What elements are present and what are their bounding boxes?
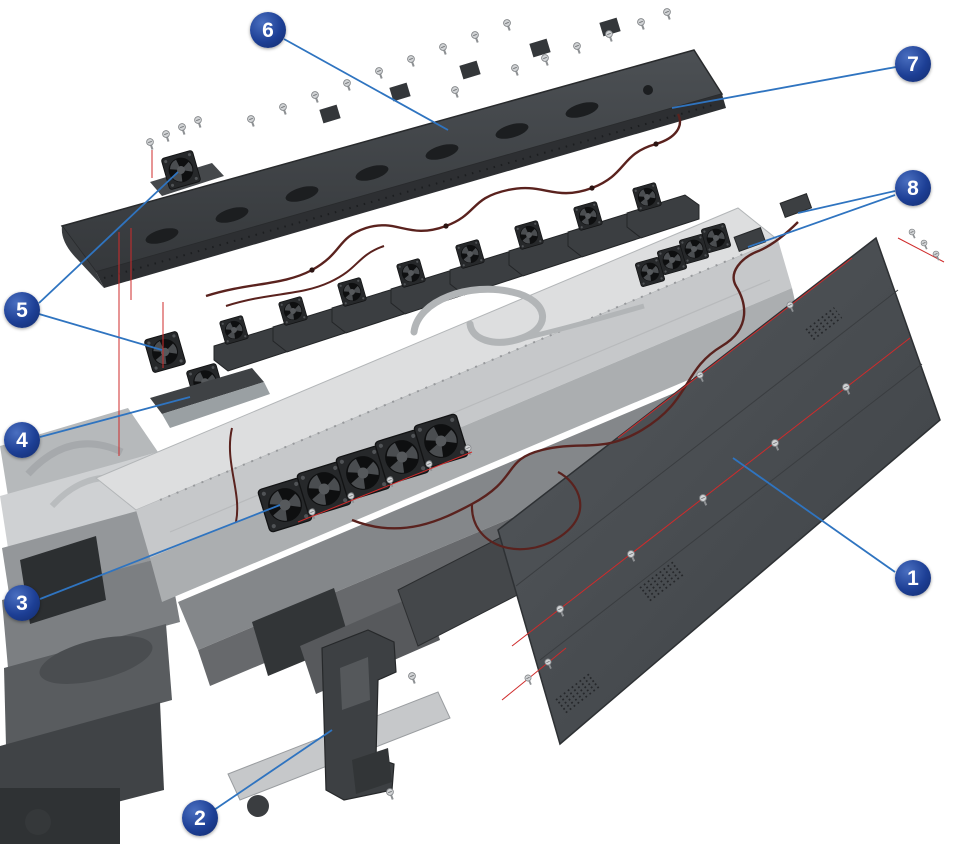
callout-2-label: 2 bbox=[194, 806, 206, 830]
callout-5: 5 bbox=[4, 292, 40, 328]
callout-2: 2 bbox=[182, 800, 218, 836]
callout-8: 8 bbox=[895, 170, 931, 206]
callout-6: 6 bbox=[250, 12, 286, 48]
gray-tube bbox=[410, 285, 645, 346]
cable-harness-upper bbox=[205, 113, 682, 307]
callout-4-label: 4 bbox=[16, 428, 28, 452]
callout-3: 3 bbox=[4, 585, 40, 621]
callout-6-label: 6 bbox=[262, 18, 274, 42]
top-cover bbox=[60, 17, 726, 288]
callout-4: 4 bbox=[4, 422, 40, 458]
right-side-panel bbox=[497, 236, 941, 746]
callout-5-label: 5 bbox=[16, 298, 28, 322]
callout-1: 1 bbox=[895, 560, 931, 596]
maintenance-bracket bbox=[321, 629, 419, 802]
small-boards bbox=[733, 193, 813, 253]
callout-7-label: 7 bbox=[907, 52, 919, 76]
fan-assembly-top-left bbox=[144, 114, 224, 196]
callout-1-label: 1 bbox=[907, 566, 919, 590]
cable-harness-lower bbox=[228, 221, 799, 551]
fan-assembly-left bbox=[143, 330, 270, 428]
callout-3-label: 3 bbox=[16, 591, 28, 615]
screw-axis-lines bbox=[118, 150, 945, 701]
leader-lines bbox=[38, 38, 897, 811]
callout-7: 7 bbox=[895, 46, 931, 82]
callout-8-label: 8 bbox=[907, 176, 919, 200]
